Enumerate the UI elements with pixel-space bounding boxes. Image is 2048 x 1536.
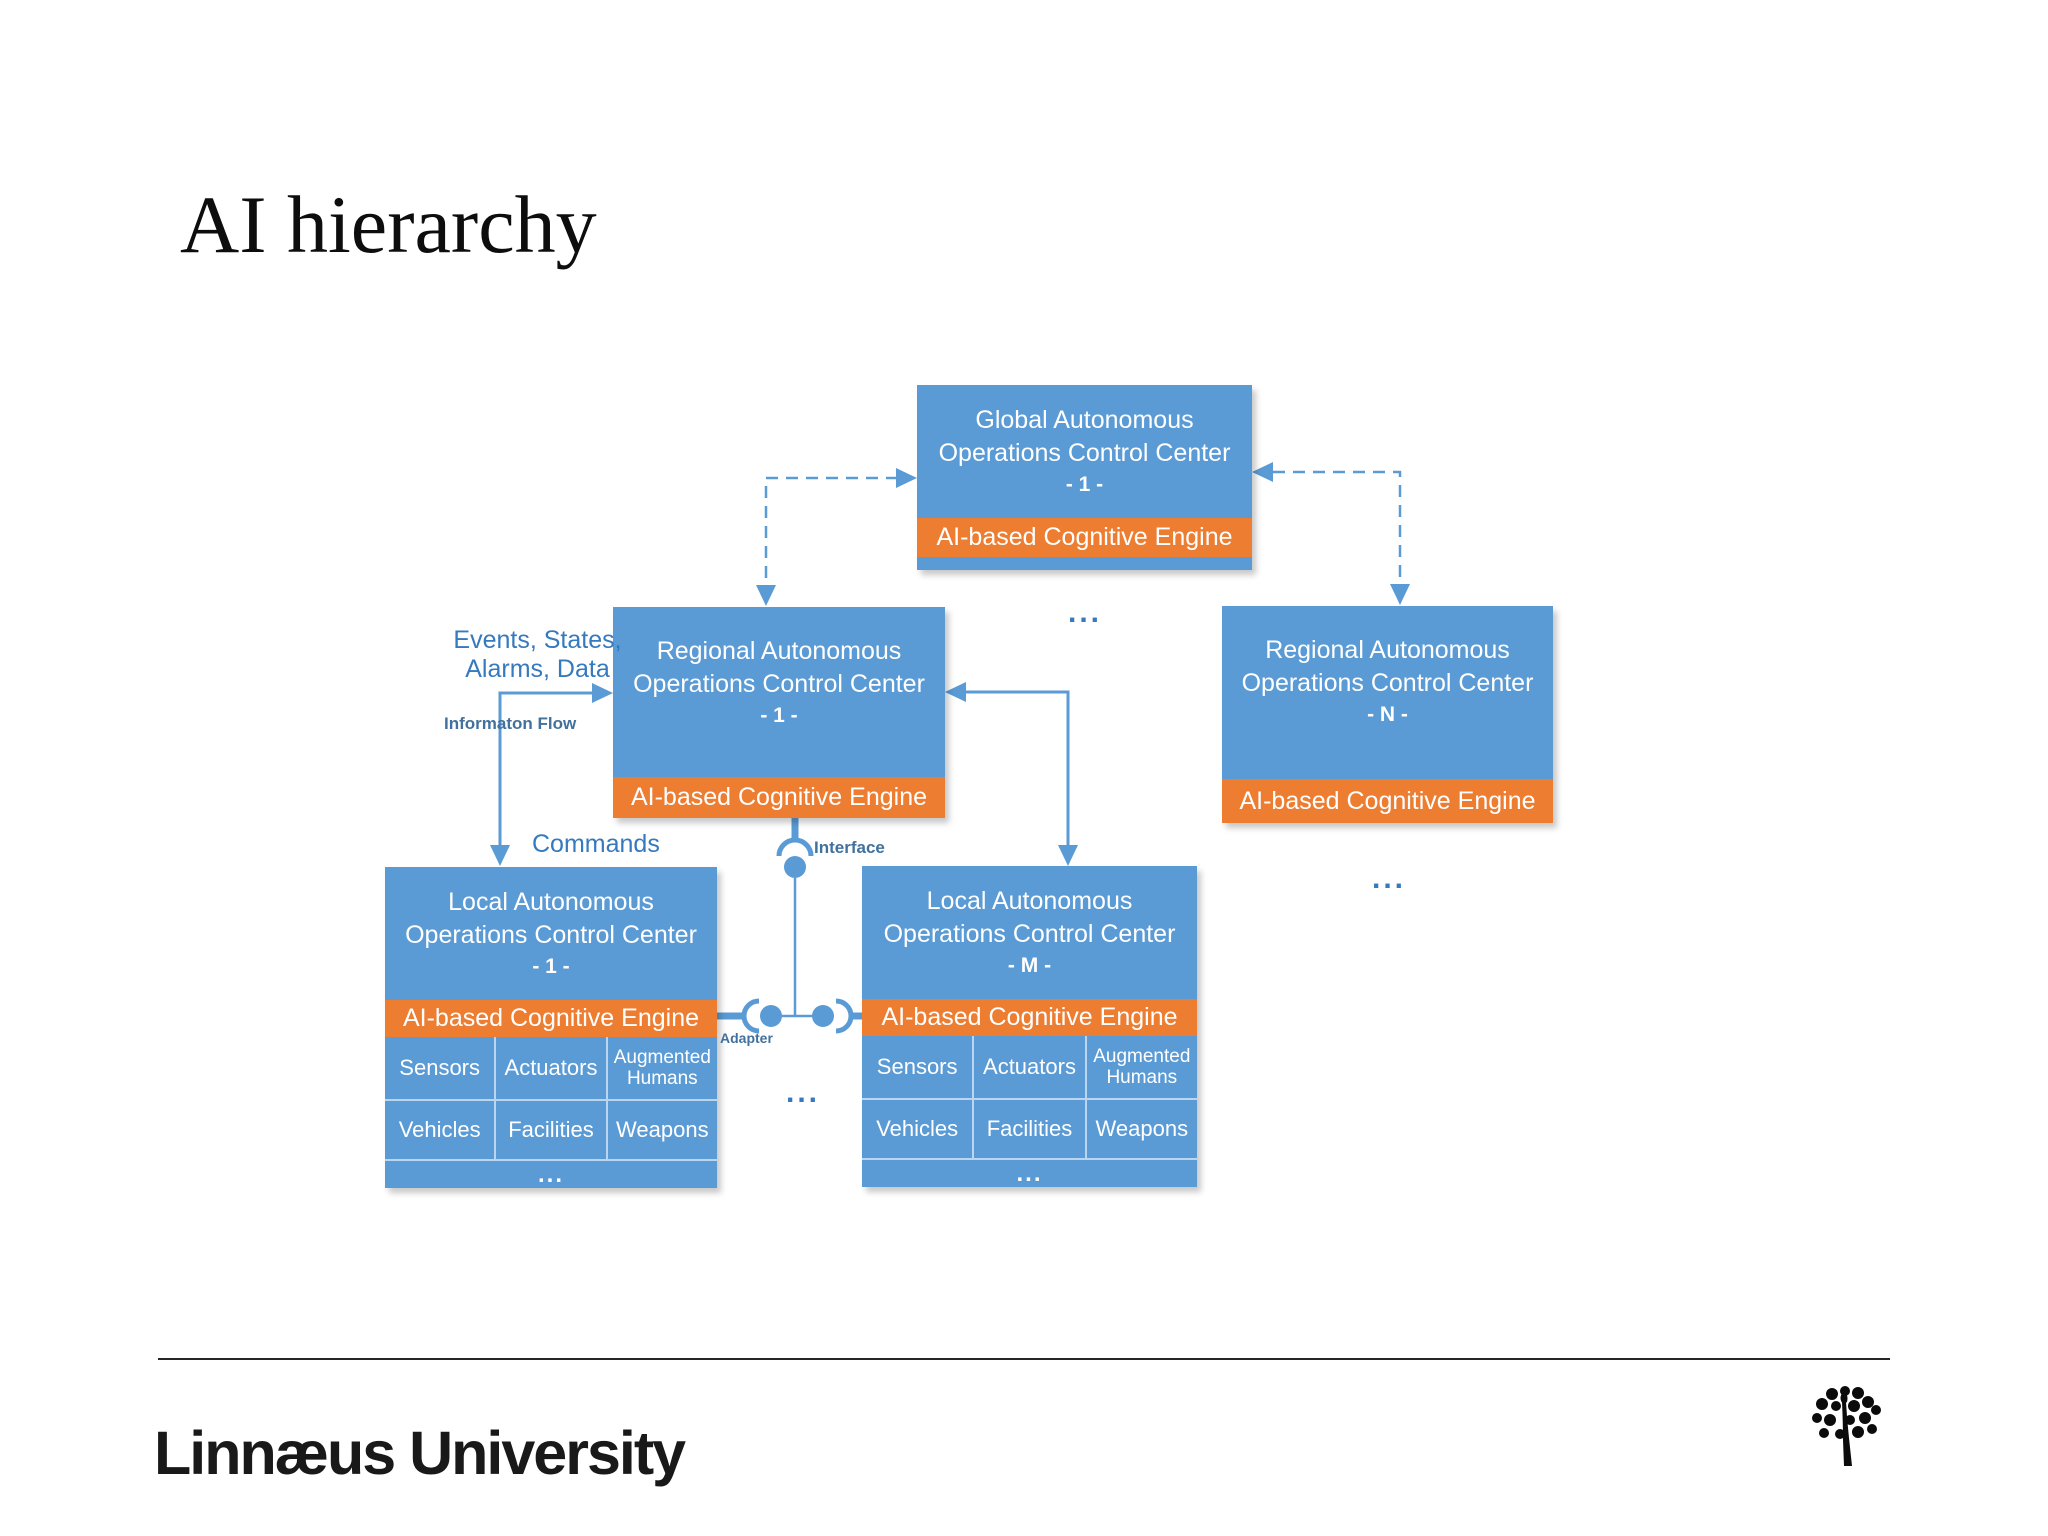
node-title-line: Local Autonomous — [448, 887, 654, 916]
node-title-line: Operations Control Center — [938, 438, 1231, 467]
more-resources-ellipsis: ... — [385, 1159, 717, 1188]
page-title: AI hierarchy — [180, 179, 597, 270]
node-index: - 1 - — [532, 954, 570, 978]
university-logo-text: Linnæus University — [154, 1419, 686, 1487]
arrowheads-right-solid — [945, 682, 1078, 866]
arrowheads-left-dashed — [756, 468, 917, 606]
node-regional-1-control-center: Regional Autonomous Operations Control C… — [613, 607, 945, 818]
resource-cell: Augmented Humans — [1084, 1036, 1197, 1098]
node-title-line: Operations Control Center — [405, 920, 697, 949]
information-flow-label: Informaton Flow — [444, 714, 577, 733]
adapter-connector-icon — [717, 998, 862, 1034]
arrowheads-events-commands — [490, 683, 613, 866]
node-title-line: Regional Autonomous — [656, 637, 902, 665]
events-label: Events, States, Alarms, Data — [453, 626, 622, 683]
node-title-line: Regional Autonomous — [1265, 636, 1510, 664]
commands-label: Commands — [532, 830, 660, 858]
node-local-1-control-center: Local Autonomous Operations Control Cent… — [385, 867, 717, 1188]
resource-cell: Weapons — [1084, 1100, 1197, 1158]
resource-cell: Actuators — [494, 1037, 605, 1099]
node-index: - N - — [1367, 703, 1408, 726]
resource-cell: Vehicles — [398, 1116, 481, 1142]
resource-cell: Actuators — [972, 1036, 1084, 1098]
node-title-line: Operations Control Center — [883, 919, 1176, 948]
regional-n-ellipsis: ... — [1371, 862, 1406, 895]
engine-bar: AI-based Cognitive Engine — [613, 777, 945, 818]
regional-ellipsis: ... — [1067, 596, 1102, 629]
node-title-line: Global Autonomous — [975, 405, 1194, 434]
dashed-connector-global-regionalN — [1273, 470, 1402, 584]
node-regional-n-control-center: Regional Autonomous Operations Control C… — [1222, 606, 1553, 823]
engine-bar: AI-based Cognitive Engine — [917, 518, 1252, 557]
solid-connector-regional1-local1 — [498, 691, 594, 846]
resource-cell: Vehicles — [876, 1115, 959, 1141]
linnaeus-tree-icon — [1812, 1386, 1881, 1466]
more-resources-ellipsis: ... — [862, 1158, 1197, 1187]
engine-bar: AI-based Cognitive Engine — [1222, 779, 1553, 823]
node-title-line: Operations Control Center — [1241, 669, 1534, 697]
arrowheads-right-dashed — [1252, 462, 1410, 605]
resource-cell: Facilities — [494, 1101, 605, 1159]
node-title-line: Operations Control Center — [633, 670, 925, 698]
engine-bar: AI-based Cognitive Engine — [385, 1000, 717, 1037]
resource-cell: Weapons — [605, 1101, 717, 1159]
resource-cell: Sensors — [399, 1054, 481, 1080]
resource-cell: Facilities — [972, 1100, 1084, 1158]
adapter-label: Adapter — [720, 1030, 773, 1046]
interface-label: Interface — [814, 838, 885, 857]
dashed-connector-global-regional1 — [764, 476, 898, 584]
solid-connector-regional1-localM — [966, 690, 1070, 846]
node-index: - M - — [1007, 953, 1052, 977]
node-title-line: Local Autonomous — [926, 886, 1133, 915]
interface-connector-icon — [776, 818, 814, 1016]
node-local-m-control-center: Local Autonomous Operations Control Cent… — [862, 866, 1197, 1187]
resource-cell: Augmented Humans — [605, 1037, 717, 1099]
resource-cell: Sensors — [876, 1053, 958, 1079]
engine-bar: AI-based Cognitive Engine — [862, 999, 1197, 1036]
node-index: - 1 - — [760, 704, 798, 727]
node-index: - 1 - — [1065, 472, 1104, 496]
node-global-control-center: Global Autonomous Operations Control Cen… — [917, 385, 1252, 570]
local-ellipsis: ... — [785, 1076, 820, 1109]
footer-divider — [158, 1358, 1890, 1360]
